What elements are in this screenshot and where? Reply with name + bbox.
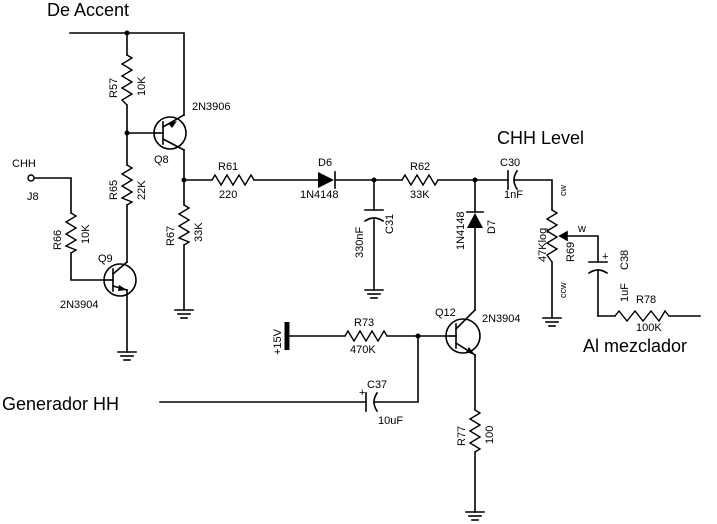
label-al-mezclador: Al mezclador — [583, 336, 687, 356]
value-c37: 10uF — [378, 415, 403, 427]
value-r57: 10K — [136, 76, 148, 96]
pot-pin-cw: cw — [558, 185, 568, 197]
ref-r62: R62 — [410, 161, 430, 173]
label-chh-level: CHH Level — [497, 128, 584, 148]
value-r66: 10K — [80, 224, 92, 244]
svg-text:+: + — [602, 251, 608, 263]
resistor-r62 — [401, 173, 439, 187]
ground-r77 — [465, 511, 485, 521]
ref-c37: C37 — [367, 379, 387, 391]
connector-j8 — [27, 174, 35, 182]
value-d6: 1N4148 — [300, 189, 339, 201]
ground-q9 — [117, 351, 137, 361]
capacitor-c31 — [363, 209, 385, 223]
ref-r65: R65 — [108, 180, 120, 200]
resistor-r78 — [614, 309, 670, 323]
resistor-r61 — [211, 173, 255, 187]
capacitor-c30 — [507, 169, 519, 191]
value-r69: 47Klog — [537, 228, 549, 262]
resistor-r67 — [177, 204, 191, 246]
pot-pin-ccw: ccw — [558, 282, 568, 298]
pot-wiper-arrow — [558, 230, 568, 242]
resistor-r66 — [64, 212, 78, 254]
wires — [33, 32, 701, 513]
transistor-q12 — [445, 308, 481, 357]
transistor-q9 — [103, 260, 137, 297]
resistor-r73 — [344, 329, 388, 343]
value-r61: 220 — [219, 189, 237, 201]
ref-r77: R77 — [456, 426, 468, 446]
svg-text:+: + — [359, 387, 365, 399]
value-q9: 2N3904 — [60, 299, 99, 311]
value-r65: 22K — [136, 180, 148, 200]
ref-r66: R66 — [52, 230, 64, 250]
label-plus15v: +15V — [272, 328, 284, 355]
capacitor-c38: + — [587, 251, 608, 275]
transistor-q8 — [153, 113, 187, 152]
ref-r78: R78 — [636, 294, 656, 306]
pot-pin-w: w — [577, 223, 586, 235]
resistor-r69 — [545, 209, 559, 263]
resistors — [64, 54, 670, 453]
ref-q8: Q8 — [154, 154, 169, 166]
ref-r69: R69 — [565, 242, 577, 262]
junction-dots — [124, 30, 478, 339]
value-r78: 100K — [636, 322, 662, 334]
capacitor-c37: + — [359, 387, 379, 413]
resistor-r77 — [468, 409, 482, 453]
ref-c31: C31 — [384, 214, 396, 234]
value-r62: 33K — [410, 189, 430, 201]
value-c31: 330nF — [354, 227, 366, 258]
ref-r57: R57 — [108, 78, 120, 98]
ground-c31 — [364, 289, 384, 299]
value-q12: 2N3904 — [482, 313, 521, 325]
value-r73: 470K — [350, 344, 376, 356]
ground-r67 — [174, 309, 194, 319]
value-r67: 33K — [193, 222, 205, 242]
ground-symbols — [117, 289, 562, 521]
label-generador-hh: Generador HH — [2, 394, 119, 414]
ref-c38: C38 — [619, 250, 631, 270]
ref-q9: Q9 — [98, 253, 113, 265]
ref-q12: Q12 — [435, 307, 456, 319]
resistor-r65 — [120, 164, 134, 206]
value-q8: 2N3906 — [192, 101, 231, 113]
ref-d7: D7 — [486, 220, 498, 234]
label-chh: CHH — [12, 158, 36, 170]
label-j8: J8 — [27, 191, 39, 203]
ref-r61: R61 — [218, 161, 238, 173]
ref-r67: R67 — [165, 226, 177, 246]
resistor-r57 — [120, 54, 134, 106]
value-r77: 100 — [484, 426, 496, 444]
value-c38: 1uF — [619, 283, 631, 302]
ref-r73: R73 — [354, 317, 374, 329]
diode-d7 — [466, 211, 484, 228]
ground-r69 — [542, 317, 562, 327]
ref-d6: D6 — [318, 157, 332, 169]
label-de-accent: De Accent — [47, 0, 129, 20]
value-c30: 1nF — [504, 189, 523, 201]
value-d7: 1N4148 — [455, 211, 467, 250]
diode-d6 — [318, 171, 336, 189]
ref-c30: C30 — [500, 157, 520, 169]
